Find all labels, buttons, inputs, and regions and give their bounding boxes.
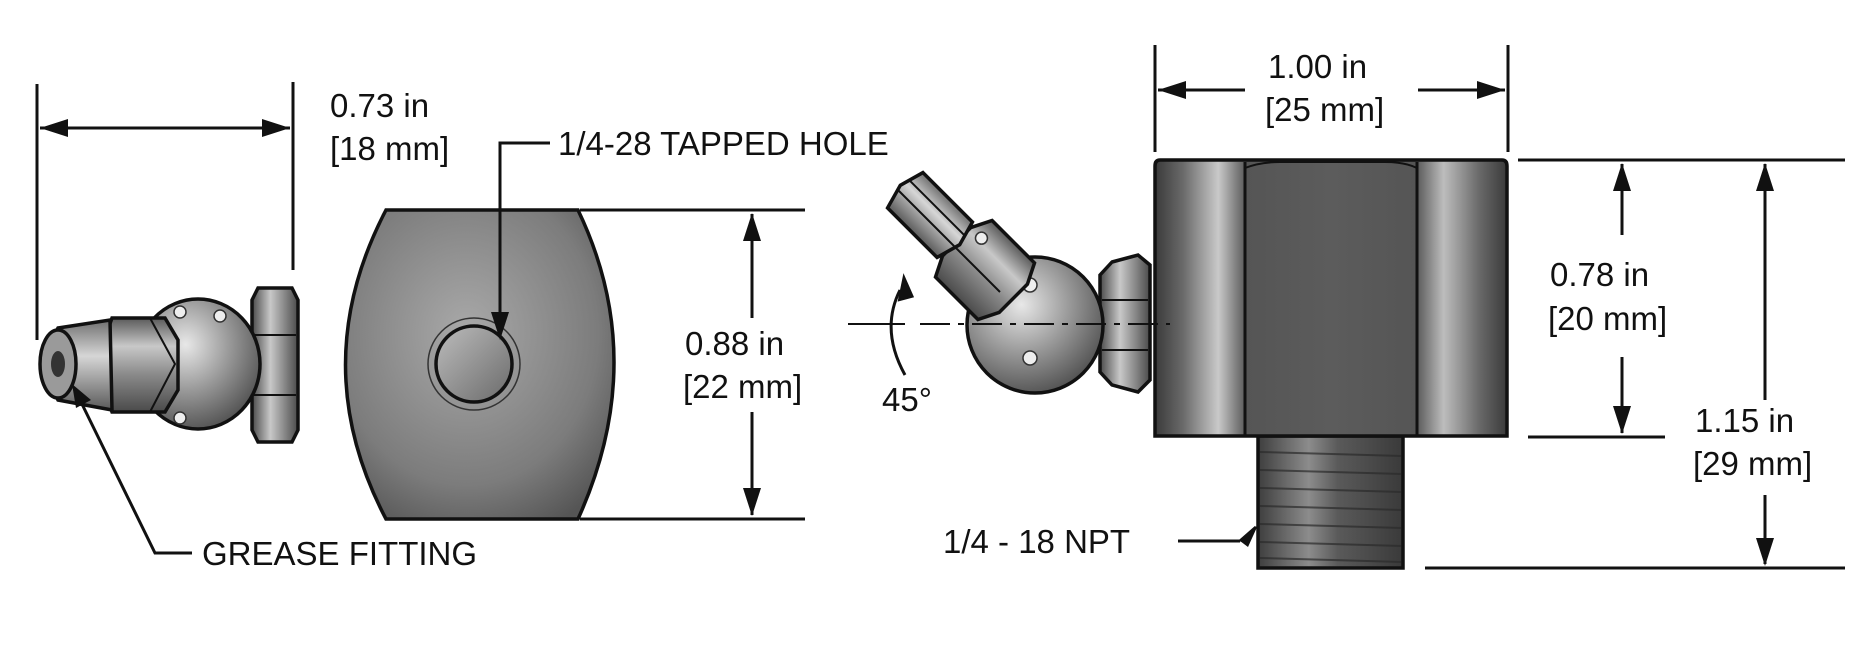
arrowhead — [897, 273, 915, 302]
label-thread: 1/4 - 18 NPT — [943, 523, 1130, 560]
dim-088-in: 0.88 in — [685, 325, 784, 362]
label-grease-fitting: GREASE FITTING — [202, 535, 477, 572]
leader-thread-tip — [1239, 525, 1257, 543]
fitting-tip-side — [885, 170, 975, 260]
arrowhead — [1756, 538, 1774, 566]
dim-115-in: 1.15 in — [1695, 402, 1794, 439]
arrowhead — [40, 119, 68, 137]
dim-073-mm: [18 mm] — [330, 130, 449, 167]
dim-078-mm: [20 mm] — [1548, 300, 1667, 337]
ball-dimple — [1022, 350, 1038, 366]
ball-dimple — [213, 309, 227, 323]
arrowhead — [743, 488, 761, 516]
dim-088-mm: [22 mm] — [683, 368, 802, 405]
dim-078-in: 0.78 in — [1550, 256, 1649, 293]
leader-grease — [78, 399, 192, 555]
arrowhead — [743, 213, 761, 241]
arrowhead — [1477, 81, 1505, 99]
arrowhead — [1613, 406, 1631, 434]
arrowhead — [491, 312, 509, 340]
tapped-hole-ring — [427, 317, 521, 411]
tip-hole — [51, 351, 65, 377]
hex-edge — [149, 317, 177, 413]
leader-tapped-hole — [498, 141, 550, 330]
fitting-hex — [102, 316, 180, 414]
front-view: 0.73 in [18 mm] GREASE FITTING 1/4-28 TA… — [35, 82, 889, 572]
angle-label: 45° — [882, 381, 932, 418]
angle-axis-line — [897, 189, 1001, 293]
ball-dimple — [173, 411, 187, 425]
arrowhead — [1756, 163, 1774, 191]
dim-100-mm: [25 mm] — [1265, 91, 1384, 128]
body-facet-curve — [1244, 161, 1418, 169]
angle-arc — [889, 289, 907, 376]
arrowhead — [262, 119, 290, 137]
dim-073-in: 0.73 in — [330, 87, 429, 124]
arrowhead — [1613, 163, 1631, 191]
label-tapped-hole: 1/4-28 TAPPED HOLE — [558, 125, 889, 162]
arrowhead — [72, 384, 91, 408]
ball-dimple — [173, 305, 187, 319]
dim-115-mm: [29 mm] — [1693, 445, 1812, 482]
thread-lines — [1259, 451, 1402, 563]
arrowhead — [1158, 81, 1186, 99]
main-body — [1153, 158, 1509, 438]
dim-100-in: 1.00 in — [1268, 48, 1367, 85]
side-view: 1.00 in [25 mm] — [848, 45, 1845, 570]
tapped-hole — [434, 324, 514, 404]
